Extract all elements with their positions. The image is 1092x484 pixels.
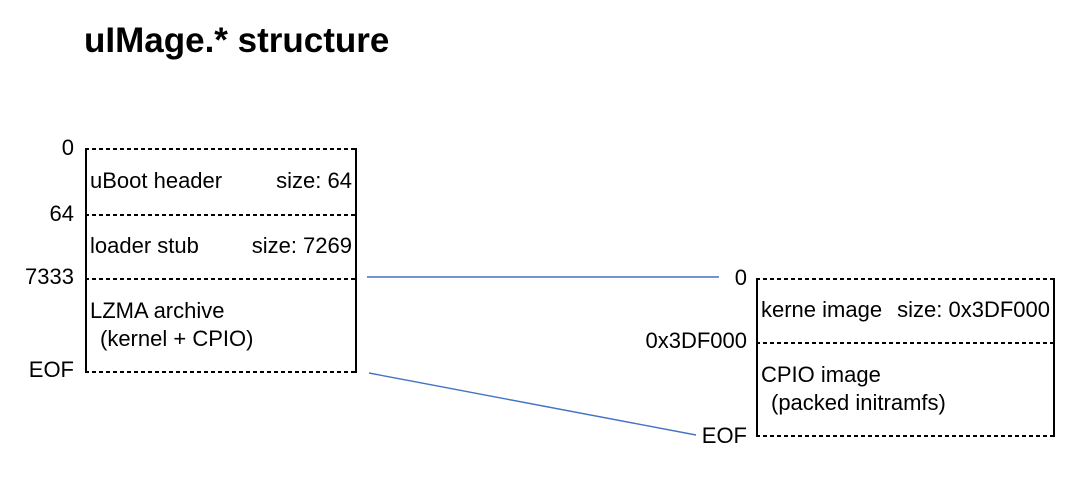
section-sublabel: (kernel + CPIO) (100, 325, 254, 351)
section-lzma-archive: LZMA archive (kernel + CPIO) (87, 280, 355, 369)
section-size: size: 0x3DF000 (897, 297, 1050, 322)
boundary-line-eof (756, 435, 1055, 437)
diagram-title: uIMage.* structure (84, 21, 390, 60)
section-label: loader stub (90, 233, 199, 258)
section-label: CPIO image (761, 361, 881, 387)
left-offset-label-eof: EOF (28, 357, 74, 382)
right-offset-label-0x3df000: 0x3DF000 (645, 328, 747, 353)
boundary-line-0 (756, 278, 1055, 280)
box-left-edge (85, 148, 87, 373)
right-offset-label-eof: EOF (701, 423, 747, 448)
left-offset-label-0: 0 (61, 135, 74, 160)
section-uboot-header: uBoot header size: 64 (87, 150, 355, 212)
boundary-line-64 (85, 214, 357, 216)
boundary-line-eof (85, 371, 357, 373)
boundary-line-7333 (85, 278, 357, 280)
section-size: size: 7269 (251, 233, 352, 258)
lzma-contents-box: kerne image size: 0x3DF000 CPIO image (p… (756, 278, 1055, 437)
section-label: uBoot header (90, 168, 223, 193)
section-loader-stub: loader stub size: 7269 (87, 216, 355, 276)
boundary-line-0x3df000 (756, 342, 1055, 344)
boundary-line-0 (85, 148, 357, 150)
section-size: size: 64 (276, 168, 352, 193)
box-right-edge (1053, 278, 1055, 437)
right-offset-label-0: 0 (734, 265, 747, 290)
box-left-edge (756, 278, 758, 437)
box-right-edge (355, 148, 357, 373)
section-sublabel: (packed initramfs) (771, 389, 946, 415)
section-label: LZMA archive (90, 297, 225, 323)
left-offset-label-64: 64 (49, 201, 74, 226)
section-kernel-image: kerne image size: 0x3DF000 (758, 280, 1053, 340)
section-cpio-image: CPIO image (packed initramfs) (758, 344, 1053, 433)
uimage-file-box: uBoot header size: 64 loader stub size: … (85, 148, 357, 373)
section-label: kerne image (761, 297, 883, 322)
left-offset-label-7333: 7333 (25, 264, 74, 289)
